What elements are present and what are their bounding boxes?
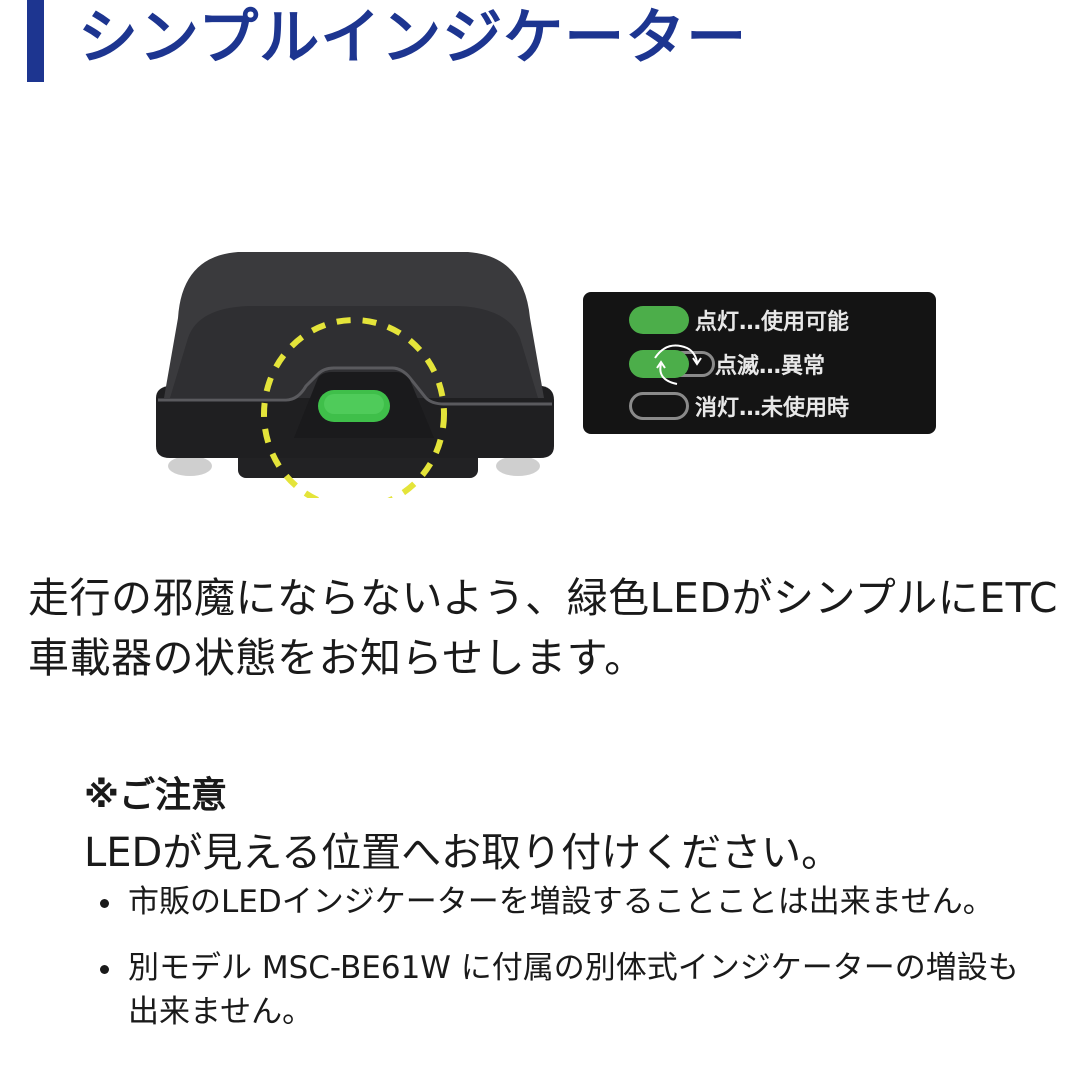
led-solid-green-icon [629,306,689,334]
led-blinking-icon [629,344,719,385]
legend-item-off: 消灯…未使用時 [629,390,849,422]
legend-label-on: 点灯…使用可能 [695,310,850,335]
title-accent-bar [27,0,44,82]
legend-item-on: 点灯…使用可能 [629,304,849,336]
notice-main-text: LEDが見える位置へお取り付けください。 [84,830,842,876]
led-off-outline-icon [629,392,689,420]
led-status-legend: 点灯…使用可能 点滅…異常 消灯…未使用時 [583,292,936,434]
legend-label-off: 消灯…未使用時 [695,396,850,421]
legend-label-blink: 点滅…異常 [715,354,826,379]
page-title: シンプルインジケーター [78,3,748,73]
legend-item-blink: 点滅…異常 [629,344,826,385]
device-illustration-icon [156,252,554,511]
notice-bullet-item: 別モデル MSC-BE61W に付属の別体式インジケーターの増設も出来ません。 [96,946,1026,1034]
etc-indicator-device-image [148,248,562,511]
notice-bullet-item: 市販のLEDインジケーターを増設することことは出来ません。 [96,880,1026,924]
feature-description: 走行の邪魔にならないよう、緑色LEDがシンプルにETC車載器の状態をお知らせしま… [28,574,1058,682]
notice-heading: ※ご注意 [84,775,227,816]
notice-bullet-list: 市販のLEDインジケーターを増設することことは出来ません。 別モデル MSC-B… [96,880,1026,1056]
